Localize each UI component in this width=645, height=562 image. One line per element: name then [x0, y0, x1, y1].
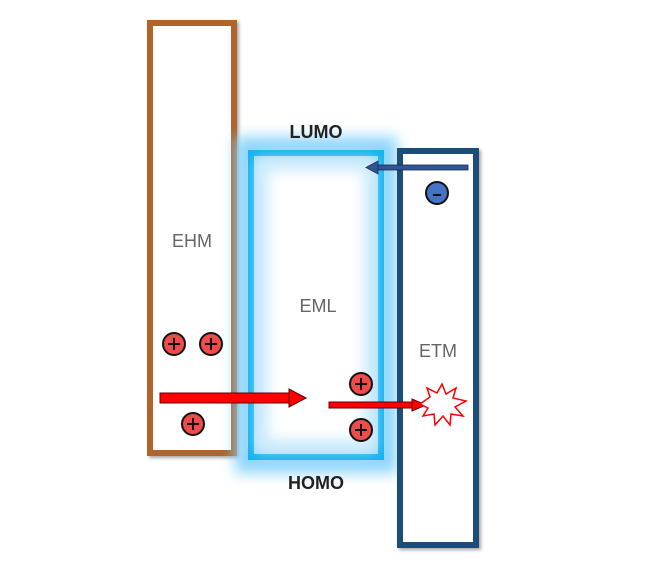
- eml-label: EML: [299, 296, 336, 316]
- etm-layer: ETM: [397, 148, 479, 548]
- recombination-burst-icon: [418, 382, 469, 427]
- hole-arrow-2: [328, 398, 428, 412]
- etm-label: ETM: [419, 341, 457, 361]
- hole-arrow-1: [159, 388, 308, 408]
- electron-arrow: [365, 160, 469, 175]
- ehm-label: EHM: [172, 231, 212, 251]
- eml-layer: EML: [235, 137, 397, 473]
- hole: [349, 372, 373, 396]
- hole: [181, 412, 205, 436]
- homo-label: HOMO: [288, 473, 344, 493]
- lumo-label: LUMO: [290, 122, 343, 142]
- hole: [199, 332, 223, 356]
- ehm-layer: EHM: [147, 20, 237, 456]
- hole: [349, 418, 373, 442]
- electron: [425, 181, 449, 205]
- hole: [162, 332, 186, 356]
